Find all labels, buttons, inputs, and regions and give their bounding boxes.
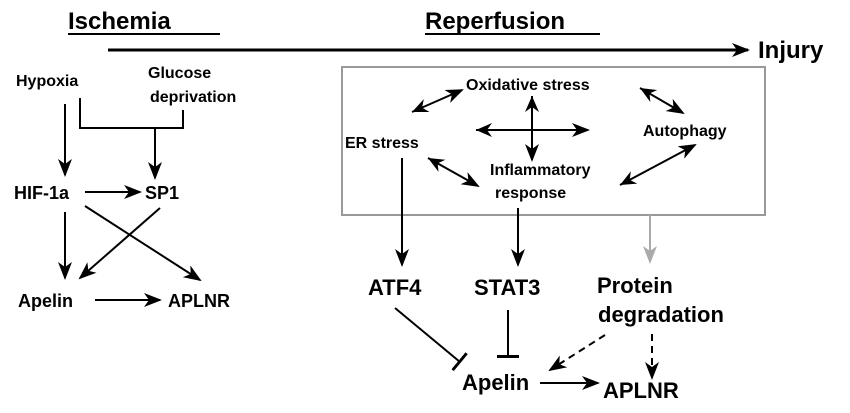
response-label: response xyxy=(495,185,566,202)
degradation-to-apelin-dashed-arrow xyxy=(548,334,606,372)
degradation-label: degradation xyxy=(598,302,724,327)
inflammatory-label: Inflammatory xyxy=(490,162,591,179)
glucose-label: Glucose xyxy=(148,65,211,82)
inflammatory-autophagy-arrow xyxy=(619,144,697,186)
apelin-left-label: Apelin xyxy=(18,291,73,311)
hypoxia-label: Hypoxia xyxy=(16,73,78,90)
oxidative-er-arrow xyxy=(411,89,464,113)
glucose-bracket xyxy=(79,98,184,129)
hif1a-label: HIF-1a xyxy=(14,183,70,203)
atf4-label: ATF4 xyxy=(368,275,422,300)
sp1-to-apelin-arrow xyxy=(78,207,161,280)
aplnr-right-label: APLNR xyxy=(603,378,679,403)
oxidative-stress-label: Oxidative stress xyxy=(466,77,590,94)
oxidative-autophagy-arrow xyxy=(639,87,685,115)
sp1-label: SP1 xyxy=(145,183,179,203)
hif1a-to-aplnr-arrow xyxy=(84,205,202,282)
autophagy-label: Autophagy xyxy=(643,123,727,140)
injury-label: Injury xyxy=(758,37,824,64)
er-stress-label: ER stress xyxy=(345,135,419,152)
reperfusion-mechanisms-box xyxy=(341,66,766,216)
stat3-label: STAT3 xyxy=(474,275,540,300)
ischemia-header: Ischemia xyxy=(68,8,171,35)
apelin-right-label: Apelin xyxy=(462,370,529,395)
reperfusion-header: Reperfusion xyxy=(425,8,565,35)
atf4-inhibits-apelin xyxy=(394,307,468,372)
deprivation-label: deprivation xyxy=(150,89,236,106)
aplnr-left-label: APLNR xyxy=(168,291,230,311)
er-inflammatory-arrow xyxy=(427,157,480,187)
protein-label: Protein xyxy=(597,273,673,298)
